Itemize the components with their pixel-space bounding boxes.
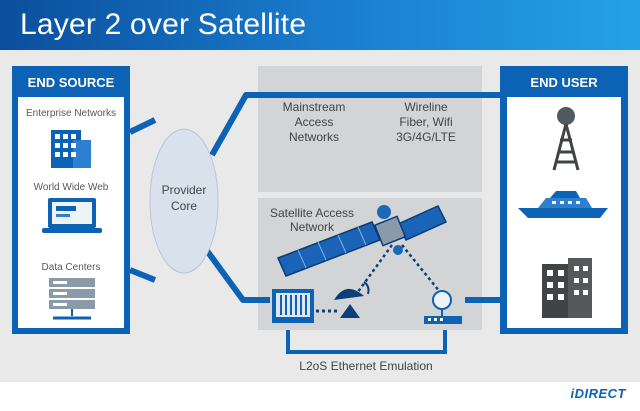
server-rack-icon <box>49 278 95 320</box>
provider-core-oval <box>149 128 219 274</box>
link-core-to-mainstream <box>209 92 512 157</box>
mainstream-zone <box>258 66 482 192</box>
satellite-icon <box>276 205 448 277</box>
wireline-label-line3: 3G/4G/LTE <box>396 130 456 144</box>
footer-bar <box>0 382 640 411</box>
end-source-item-label: Enterprise Networks <box>25 108 117 119</box>
mainstream-label-line3: Networks <box>288 130 339 144</box>
mainstream-label-line1: Mainstream <box>282 100 346 114</box>
dotted-beam-right <box>401 244 441 293</box>
satellite-label-line1: Satellite Access <box>269 206 355 220</box>
emulation-bracket <box>286 330 447 354</box>
office-building-icon <box>51 130 91 168</box>
wireline-label-line2: Fiber, Wifi <box>399 115 453 129</box>
link-source-to-core-top <box>128 117 157 135</box>
cell-tower-icon <box>552 107 580 171</box>
header-banner: Layer 2 over Satellite <box>0 0 640 50</box>
modem-dish-icon <box>424 290 462 324</box>
satellite-label-line2: Network <box>289 220 334 234</box>
wireline-label-line1: Wireline <box>404 100 448 114</box>
link-source-to-core-bottom <box>128 267 157 283</box>
dotted-beam-left <box>353 244 394 297</box>
apartment-building-icon <box>542 258 592 318</box>
mainstream-label-line2: Access <box>294 115 334 129</box>
end-source-title: END SOURCE <box>27 75 115 90</box>
provider-core-label-line1: Provider <box>161 183 207 197</box>
laptop-icon <box>42 198 102 233</box>
end-user-title: END USER <box>530 75 598 90</box>
end-source-item-label: World Wide Web <box>33 182 109 193</box>
ship-icon <box>518 191 608 218</box>
end-source-item-label: Data Centers <box>41 262 101 273</box>
satellite-terminal-icon <box>272 289 314 323</box>
provider-core-label-line2: Core <box>170 199 197 213</box>
dish-antenna-icon <box>334 281 370 318</box>
emulation-label: L2oS Ethernet Emulation <box>299 359 433 373</box>
page-title: Layer 2 over Satellite <box>20 8 307 41</box>
brand-logo: iDIRECT <box>570 386 626 401</box>
link-core-to-satellite <box>202 246 270 303</box>
